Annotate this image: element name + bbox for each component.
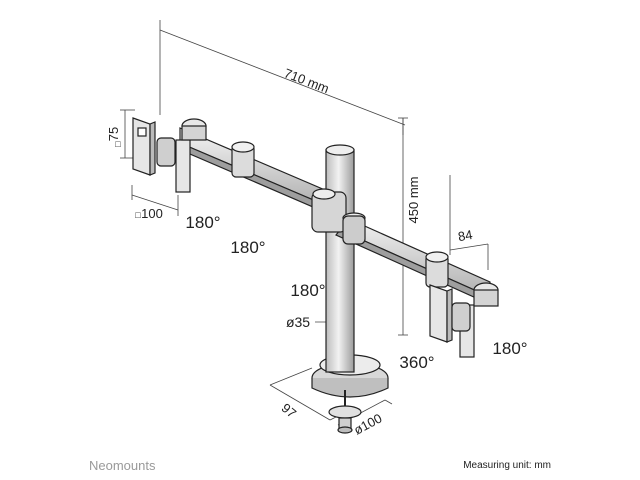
right-arm — [335, 214, 492, 303]
vesa-height-label: 75 — [106, 127, 121, 141]
left-arm-rotation-label: 180° — [230, 238, 265, 257]
right-tilt-rotation-label: 180° — [492, 339, 527, 358]
height-label: 450 mm — [406, 177, 421, 224]
brand-logo: Neomounts — [89, 458, 156, 473]
pole-rotation-label: 360° — [399, 353, 434, 372]
dimension-lines — [120, 20, 489, 426]
vesa-width-square-icon: □ — [135, 210, 141, 220]
unit-note: Measuring unit: mm — [463, 460, 551, 471]
vesa-height-square-icon: □ — [115, 139, 121, 149]
right-vesa-plate — [429, 282, 499, 358]
base-depth-label: 97 — [279, 400, 300, 421]
left-tilt-rotation-label: 180° — [185, 213, 220, 232]
center-arm-rotation-label: 180° — [290, 281, 325, 300]
vesa-width-label: 100 — [141, 206, 163, 221]
left-vesa-plate — [132, 117, 207, 193]
center-hub — [311, 188, 366, 245]
width-label: 710 mm — [282, 65, 331, 96]
pole-diameter-label: ø35 — [286, 314, 310, 330]
left-arm — [175, 127, 327, 211]
depth-label: 84 — [457, 227, 474, 244]
pole — [325, 144, 355, 373]
